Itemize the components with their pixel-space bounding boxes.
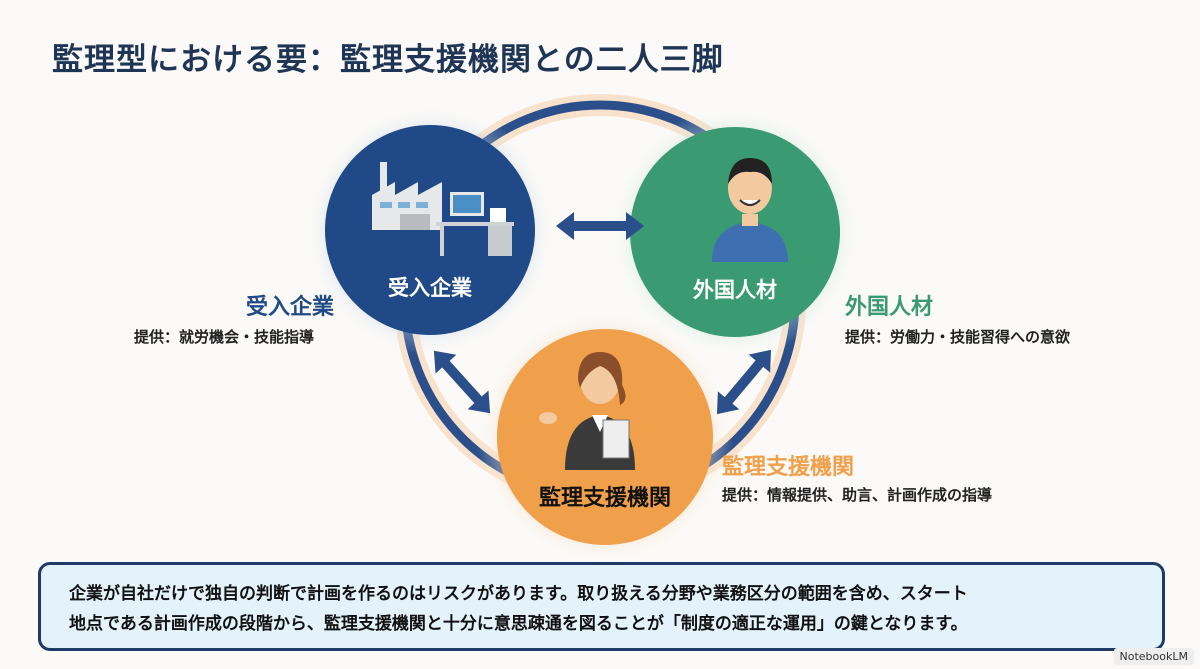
note-line-2: 地点である計画作成の段階から、監理支援機関と十分に意思疎通を図ることが「制度の適… — [69, 614, 968, 634]
company-circle-label: 受入企業 — [388, 276, 472, 300]
notebooklm-watermark: NotebookLM — [1113, 648, 1194, 665]
agency-side-desc: 提供：情報提供、助言、計画作成の指導 — [722, 486, 993, 504]
worker-side-title: 外国人材 — [845, 295, 934, 320]
agency-circle-label: 監理支援機関 — [538, 486, 671, 511]
worker-circle-label: 外国人材 — [693, 278, 777, 302]
company-side-desc: 提供：就労機会・技能指導 — [134, 328, 315, 346]
company-agency-arrow-icon — [433, 350, 491, 414]
worker-agency-arrow-icon — [717, 349, 771, 415]
worker-person-icon — [712, 158, 788, 262]
agency-staff-icon — [539, 352, 635, 470]
worker-side-desc: 提供：労働力・技能習得への意欲 — [845, 328, 1071, 346]
agency-side-title: 監理支援機関 — [722, 455, 855, 480]
factory-desk-icon — [372, 162, 514, 256]
page-title: 監理型における要：監理支援機関との二人三脚 — [52, 42, 724, 78]
summary-note-box: 企業が自社だけで独自の判断で計画を作るのはリスクがあります。取り扱える分野や業務… — [38, 562, 1165, 651]
company-side-title: 受入企業 — [246, 295, 335, 320]
note-line-1: 企業が自社だけで独自の判断で計画を作るのはリスクがあります。取り扱える分野や業務… — [69, 584, 968, 604]
company-worker-arrow-icon — [556, 212, 644, 240]
